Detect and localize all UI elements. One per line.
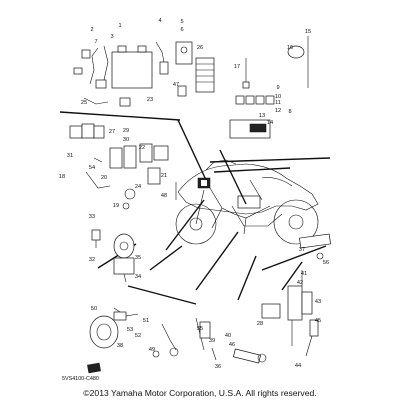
callout-8: 8 [288, 109, 291, 115]
copyright-notice: ©2013 Yamaha Motor Corporation, U.S.A. A… [83, 388, 316, 398]
region-leaders [59, 111, 331, 305]
cap-plate [299, 233, 331, 260]
callout-36: 36 [215, 364, 221, 370]
callout-14: 14 [267, 120, 273, 126]
callout-51: 51 [143, 318, 149, 324]
callout-10: 10 [275, 94, 281, 100]
callout-45: 45 [315, 318, 321, 324]
callout-37: 37 [299, 247, 305, 253]
callout-12: 12 [275, 108, 281, 114]
callout-23: 23 [147, 97, 153, 103]
callout-17: 17 [234, 64, 240, 70]
callout-40: 40 [225, 333, 231, 339]
callout-38: 38 [117, 343, 123, 349]
ignition-coil [261, 270, 319, 357]
ignition-switch [91, 229, 135, 283]
callout-7: 7 [94, 39, 97, 45]
callout-4: 4 [158, 18, 161, 24]
callout-20: 20 [101, 175, 107, 181]
callout-24: 24 [135, 184, 141, 190]
callout-31: 31 [67, 153, 73, 159]
motorcycle-outline [175, 159, 319, 245]
relay-group [229, 36, 309, 139]
callout-43: 43 [315, 299, 321, 305]
callout-5: 5 [180, 19, 183, 25]
callout-46: 46 [229, 342, 235, 348]
callout-18: 18 [59, 174, 65, 180]
callout-1: 1 [118, 23, 121, 29]
callout-22: 22 [139, 145, 145, 151]
callout-39: 39 [209, 338, 215, 344]
callout-9: 9 [276, 85, 279, 91]
callout-55: 55 [197, 326, 203, 332]
callout-44: 44 [295, 363, 301, 369]
callout-19: 19 [113, 203, 119, 209]
callout-33: 33 [89, 214, 95, 220]
battery-group [73, 41, 215, 107]
horn-group [87, 307, 179, 374]
callout-25: 25 [81, 100, 87, 106]
callout-2: 2 [90, 27, 93, 33]
callout-30: 30 [123, 137, 129, 143]
callout-52: 52 [135, 333, 141, 339]
callout-16: 16 [287, 45, 293, 51]
callout-50: 50 [91, 306, 97, 312]
callout-53: 53 [127, 327, 133, 333]
callout-35: 35 [135, 255, 141, 261]
sensor-group [195, 317, 267, 364]
callout-47: 47 [173, 82, 179, 88]
mid-left-cluster [69, 123, 177, 210]
callout-28: 28 [257, 321, 263, 327]
callout-6: 6 [180, 27, 183, 33]
callout-42: 42 [297, 280, 303, 286]
callout-56: 56 [323, 260, 329, 266]
callout-29: 29 [123, 128, 129, 134]
callout-27: 27 [109, 129, 115, 135]
drawing-code: 5VS4100-C480 [62, 376, 99, 382]
callout-41: 41 [301, 271, 307, 277]
callout-15: 15 [305, 29, 311, 35]
callout-26: 26 [197, 45, 203, 51]
callout-21: 21 [161, 173, 167, 179]
callout-3: 3 [110, 34, 113, 40]
callout-54: 54 [89, 165, 95, 171]
callout-48: 48 [161, 193, 167, 199]
callout-11: 11 [275, 100, 281, 106]
callout-32: 32 [89, 257, 95, 263]
callout-13: 13 [259, 113, 265, 119]
callout-34: 34 [135, 274, 141, 280]
callout-49: 49 [149, 347, 155, 353]
